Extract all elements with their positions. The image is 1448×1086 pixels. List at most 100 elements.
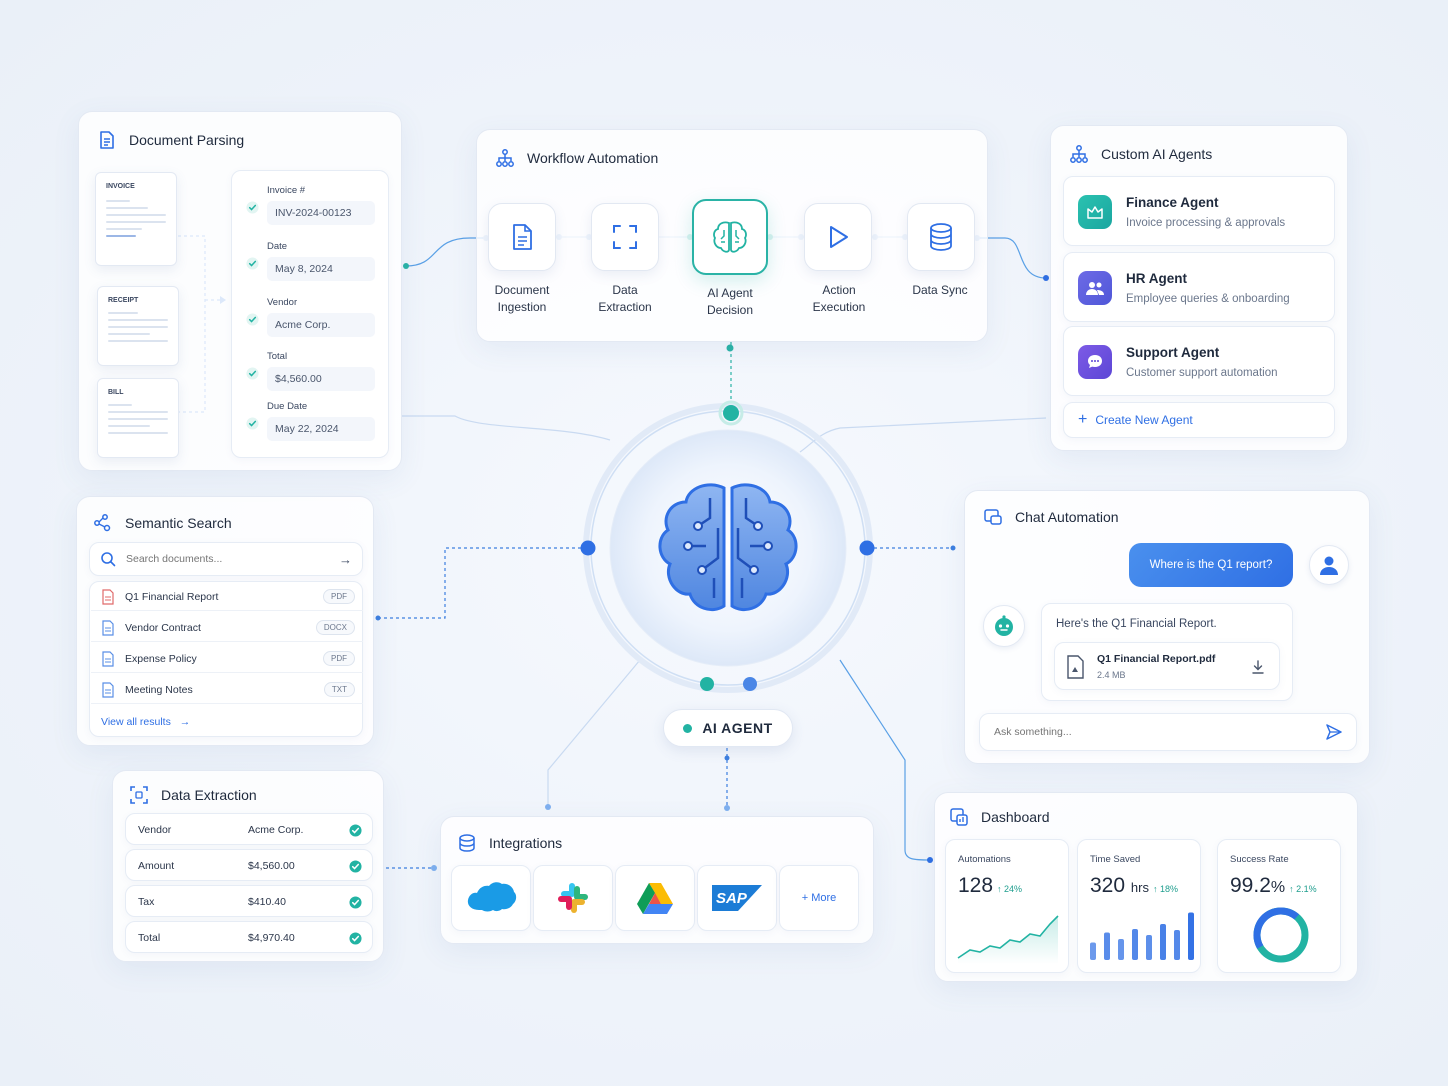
extraction-value: $4,560.00 bbox=[248, 860, 295, 872]
donut-arc-accent bbox=[1253, 907, 1309, 963]
workflow-step-action-execution[interactable] bbox=[804, 203, 872, 271]
field-label: Due Date bbox=[267, 401, 308, 412]
integrations-title: Integrations bbox=[489, 835, 563, 851]
time-saved-bar-chart bbox=[1090, 912, 1194, 960]
brain-icon bbox=[713, 221, 747, 253]
file-type-badge: TXT bbox=[323, 682, 355, 697]
extraction-key: Total bbox=[138, 932, 161, 944]
workflow-step-data-extraction[interactable] bbox=[591, 203, 659, 271]
agent-support[interactable]: Support Agent Customer support automatio… bbox=[1063, 326, 1335, 396]
metric-time-saved[interactable]: Time Saved 320 hrs↑ 18% bbox=[1077, 839, 1201, 973]
parsed-field: Invoice #INV-2024-00123 bbox=[246, 185, 375, 225]
custom-agents-card: Custom AI Agents Finance Agent Invoice p… bbox=[1050, 125, 1348, 451]
file-icon bbox=[102, 650, 114, 667]
sap-tile[interactable]: SAP bbox=[697, 865, 777, 931]
hierarchy-icon bbox=[1070, 145, 1088, 163]
pdf-file-icon bbox=[1067, 655, 1084, 679]
status-dot bbox=[683, 723, 693, 733]
download-icon[interactable] bbox=[1251, 660, 1265, 674]
file-icon bbox=[102, 619, 114, 636]
extraction-title: Data Extraction bbox=[161, 787, 257, 803]
chat-window-icon bbox=[984, 509, 1002, 525]
integrations-card: Integrations SAP + More bbox=[440, 816, 874, 944]
semantic-search-card: Semantic Search → Q1 Financial ReportPDF… bbox=[76, 496, 374, 746]
salesforce-tile[interactable] bbox=[451, 865, 531, 931]
google-drive-logo bbox=[637, 883, 673, 914]
receipt-thumbnail[interactable]: RECEIPT bbox=[97, 286, 179, 366]
field-value: $4,560.00 bbox=[267, 367, 375, 391]
search-bar[interactable]: → bbox=[89, 542, 363, 576]
field-value: May 22, 2024 bbox=[267, 417, 375, 441]
scan-icon bbox=[613, 225, 637, 249]
search-result-item[interactable]: Meeting Notes TXT bbox=[91, 676, 363, 704]
extraction-row: Vendor Acme Corp. bbox=[125, 813, 373, 845]
bill-thumbnail[interactable]: BILL bbox=[97, 378, 179, 458]
extraction-key: Tax bbox=[138, 896, 155, 908]
user-icon bbox=[1320, 556, 1338, 575]
chat-input-bar[interactable] bbox=[979, 713, 1357, 751]
workflow-step-ai-agent-decision[interactable] bbox=[692, 199, 768, 275]
result-name: Q1 Financial Report bbox=[125, 590, 219, 603]
time-saved-bar bbox=[1160, 924, 1166, 960]
extraction-key: Vendor bbox=[138, 824, 172, 836]
user-avatar bbox=[1309, 545, 1349, 585]
field-value: May 8, 2024 bbox=[267, 257, 375, 281]
metric-automations[interactable]: Automations 128↑ 24% bbox=[945, 839, 1069, 973]
arrow-right-icon[interactable]: → bbox=[339, 551, 352, 567]
attachment-card[interactable]: Q1 Financial Report.pdf 2.4 MB bbox=[1054, 642, 1280, 690]
file-icon bbox=[102, 681, 114, 698]
field-value: Acme Corp. bbox=[267, 313, 375, 337]
google-drive-tile[interactable] bbox=[615, 865, 695, 931]
result-name: Expense Policy bbox=[125, 652, 197, 665]
arrow-right-icon: → bbox=[179, 716, 191, 728]
check-icon bbox=[349, 824, 362, 837]
ai-hub bbox=[580, 400, 875, 693]
chat-bubble-icon bbox=[1078, 345, 1112, 379]
time-saved-bar bbox=[1188, 912, 1194, 960]
workflow-title: Workflow Automation bbox=[527, 150, 659, 166]
agent-finance[interactable]: Finance Agent Invoice processing & appro… bbox=[1063, 176, 1335, 246]
more-integrations-button[interactable]: + More bbox=[779, 865, 859, 931]
check-icon bbox=[246, 201, 259, 214]
workflow-step-document-ingestion[interactable] bbox=[488, 203, 556, 271]
workflow-step-data-sync[interactable] bbox=[907, 203, 975, 271]
search-input[interactable] bbox=[126, 553, 339, 565]
time-saved-bar bbox=[1174, 930, 1180, 960]
salesforce-logo bbox=[467, 882, 517, 912]
hierarchy-icon bbox=[496, 149, 514, 167]
create-agent-button[interactable]: + Create New Agent bbox=[1063, 402, 1335, 438]
result-name: Meeting Notes bbox=[125, 683, 193, 696]
extraction-row: Tax $410.40 bbox=[125, 885, 373, 917]
metric-success-rate[interactable]: Success Rate 99.2%↑ 2.1% bbox=[1217, 839, 1341, 973]
finance-icon bbox=[1078, 195, 1112, 229]
extraction-value: $410.40 bbox=[248, 896, 286, 908]
field-label: Vendor bbox=[267, 297, 298, 308]
document-parsing-title: Document Parsing bbox=[129, 132, 245, 148]
time-saved-bar bbox=[1146, 935, 1152, 960]
extraction-row: Amount$4,560.00 bbox=[125, 849, 373, 881]
search-title: Semantic Search bbox=[125, 515, 232, 531]
plus-icon: + bbox=[1078, 411, 1088, 428]
bot-message-bubble: Here's the Q1 Financial Report. Q1 Finan… bbox=[1041, 603, 1293, 701]
view-all-results-link[interactable]: View all results → bbox=[101, 716, 191, 728]
ai-agent-pill[interactable]: AI AGENT bbox=[663, 709, 793, 747]
invoice-thumbnail[interactable]: INVOICE bbox=[95, 172, 177, 266]
slack-tile[interactable] bbox=[533, 865, 613, 931]
agent-hr[interactable]: HR Agent Employee queries & onboarding bbox=[1063, 252, 1335, 322]
check-icon bbox=[349, 896, 362, 909]
send-icon[interactable] bbox=[1326, 724, 1342, 740]
chat-automation-card: Chat Automation Where is the Q1 report? … bbox=[964, 490, 1370, 764]
extraction-row: Total$4,970.40 bbox=[125, 921, 373, 953]
semantic-nodes-icon bbox=[94, 514, 111, 532]
extraction-value: Acme Corp. bbox=[248, 824, 304, 836]
chat-input[interactable] bbox=[994, 726, 1326, 738]
